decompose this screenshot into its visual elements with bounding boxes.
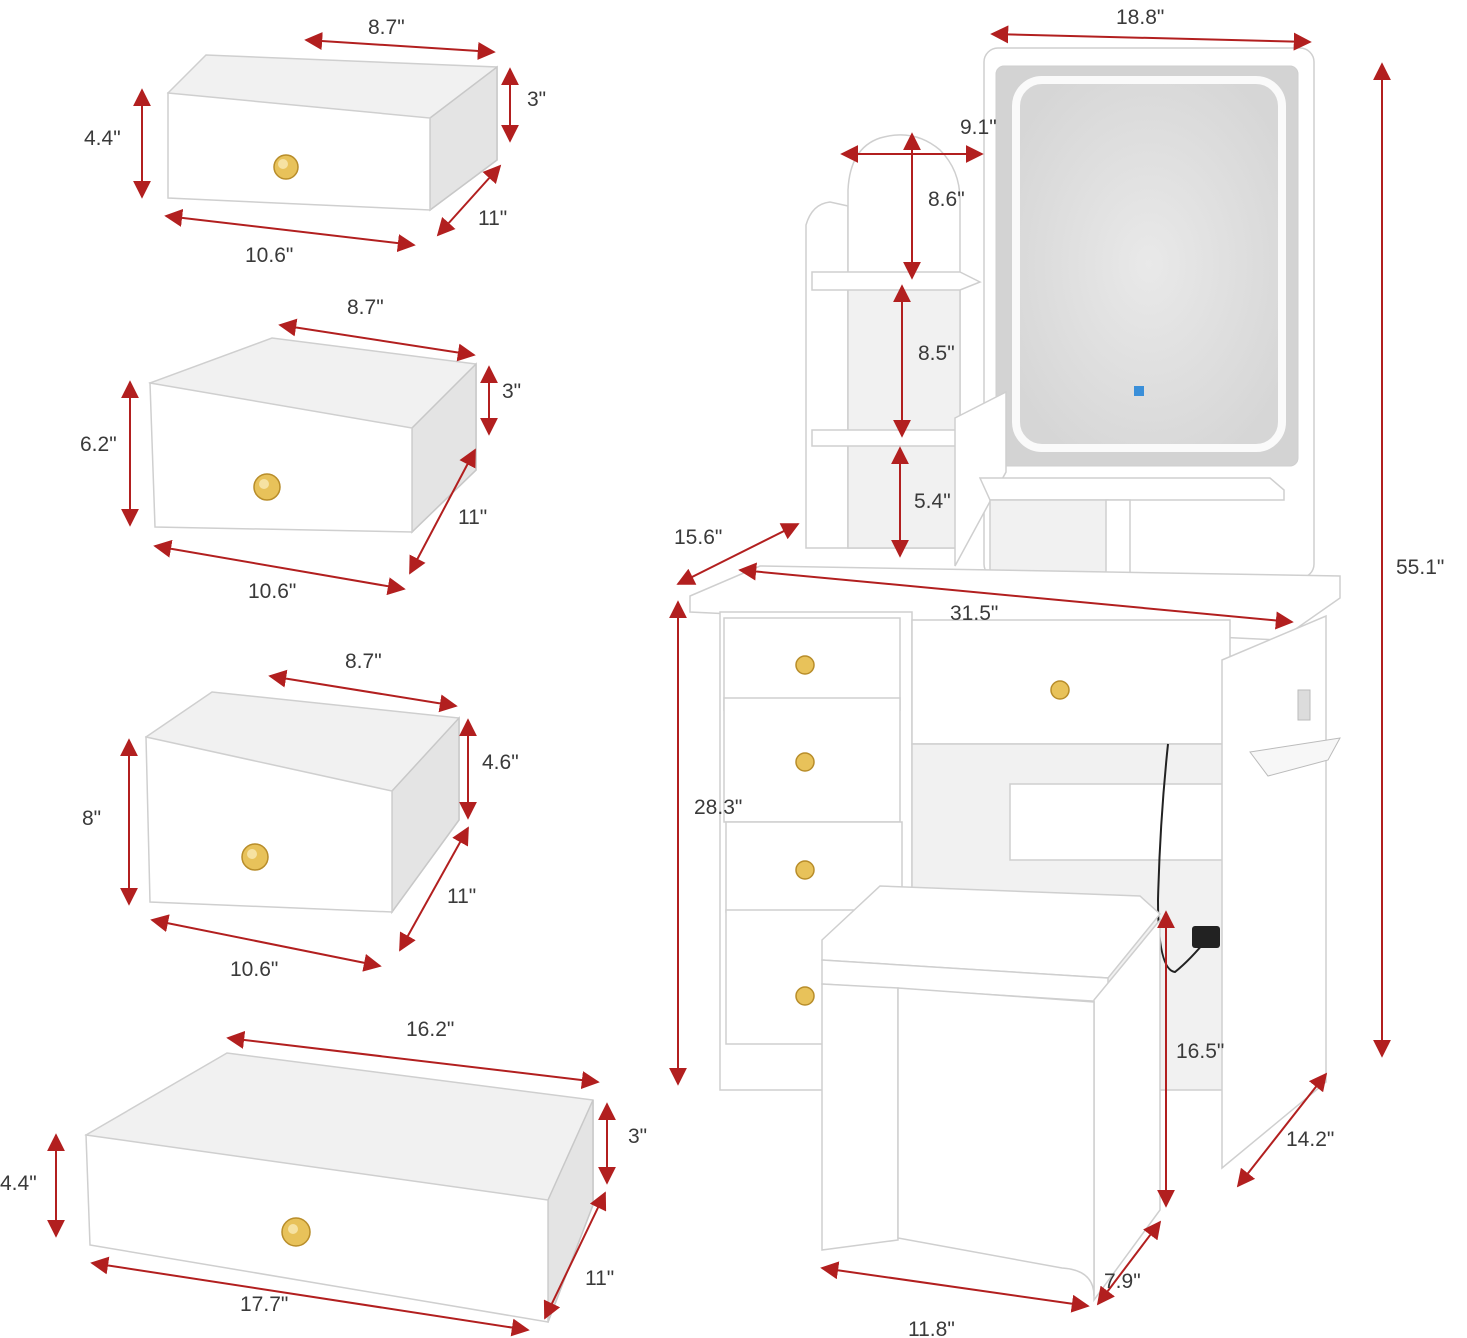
table-depth-label: 15.6" xyxy=(674,526,722,549)
stool xyxy=(821,885,1162,1303)
drawer-4-width-front: 17.7" xyxy=(240,1293,288,1316)
drawer-1: 8.7" 4.4" 3" 10.6" 11" xyxy=(84,16,546,267)
plug-icon xyxy=(1192,926,1220,948)
vanity-knob-1-icon xyxy=(795,655,815,675)
arch-height-label: 8.6" xyxy=(928,188,965,211)
back-rail xyxy=(1009,783,1231,861)
drawer-3-width-top: 8.7" xyxy=(345,650,382,673)
power-outlet-icon[interactable] xyxy=(1297,689,1311,721)
drawer-4-height: 4.4" xyxy=(0,1172,37,1195)
lower-shelf-gap-label: 5.4" xyxy=(914,490,951,513)
drawer-2: 8.7" 6.2" 3" 10.6" 11" xyxy=(80,296,521,603)
drawer-2-length: 11" xyxy=(458,506,487,529)
led-mirror xyxy=(1012,76,1286,452)
mirror-width-label: 18.8" xyxy=(1116,6,1164,29)
total-height-label: 55.1" xyxy=(1396,556,1444,579)
vanity-drawer-1[interactable] xyxy=(723,617,901,711)
shelf-gap-label: 8.5" xyxy=(918,342,955,365)
drawer-4: 16.2" 4.4" 3" 17.7" 11" xyxy=(0,1018,647,1337)
shelf-tower-left xyxy=(805,201,849,549)
stool-front-panel xyxy=(897,987,1095,1297)
drawer-1-depth: 3" xyxy=(527,88,546,111)
drawer-4-depth: 3" xyxy=(628,1125,647,1148)
vanity-center-drawer[interactable] xyxy=(911,619,1231,745)
drawer-2-width-front: 10.6" xyxy=(248,580,296,603)
hair-dryer-holder xyxy=(1249,737,1341,777)
drawer-1-height: 4.4" xyxy=(84,127,121,150)
lower-shelf xyxy=(811,429,961,447)
drawer-3-height: 8" xyxy=(82,807,101,830)
vanity-knob-5-icon xyxy=(1050,680,1070,700)
drawer-4-length: 11" xyxy=(585,1267,614,1290)
vanity-knob-4-icon xyxy=(795,986,815,1006)
mirror-shelf xyxy=(978,477,1285,501)
drawer-1-front xyxy=(167,92,431,211)
stool-depth-label: 7.9" xyxy=(1104,1270,1141,1293)
table-height-label: 28.3" xyxy=(694,796,742,819)
vanity-knob-3-icon xyxy=(795,860,815,880)
drawer-3-width-front: 10.6" xyxy=(230,958,278,981)
drawer-1-length: 11" xyxy=(478,207,507,230)
vanity-labels: 18.8" 9.1" 8.6" 8.5" 5.4" 55.1" 15.6" 31… xyxy=(674,6,1444,1338)
vanity-dimensions xyxy=(669,25,1391,1313)
drawer-2-width-top: 8.7" xyxy=(347,296,384,319)
drawer-2-depth: 3" xyxy=(502,380,521,403)
drawer-3: 8.7" 8" 4.6" 10.6" 11" xyxy=(82,650,519,981)
vanity-knob-2-icon xyxy=(795,752,815,772)
drawer-2-height: 6.2" xyxy=(80,433,117,456)
table-width-label: 31.5" xyxy=(950,602,998,625)
drawer-1-width-front: 10.6" xyxy=(245,244,293,267)
drawer-1-width-top: 8.7" xyxy=(368,16,405,39)
side-depth-label: 14.2" xyxy=(1286,1128,1334,1151)
drawer-3-depth: 4.6" xyxy=(482,751,519,774)
arch-width-label: 9.1" xyxy=(960,116,997,139)
drawer-3-length: 11" xyxy=(447,885,476,908)
stool-height-label: 16.5" xyxy=(1176,1040,1224,1063)
stool-leg-left xyxy=(821,983,899,1251)
touch-switch-icon[interactable] xyxy=(1134,386,1144,396)
drawer-3-front xyxy=(145,736,393,913)
stool-width-label: 11.8" xyxy=(908,1318,955,1338)
upper-shelf xyxy=(811,271,982,291)
drawer-4-width-top: 16.2" xyxy=(406,1018,454,1041)
